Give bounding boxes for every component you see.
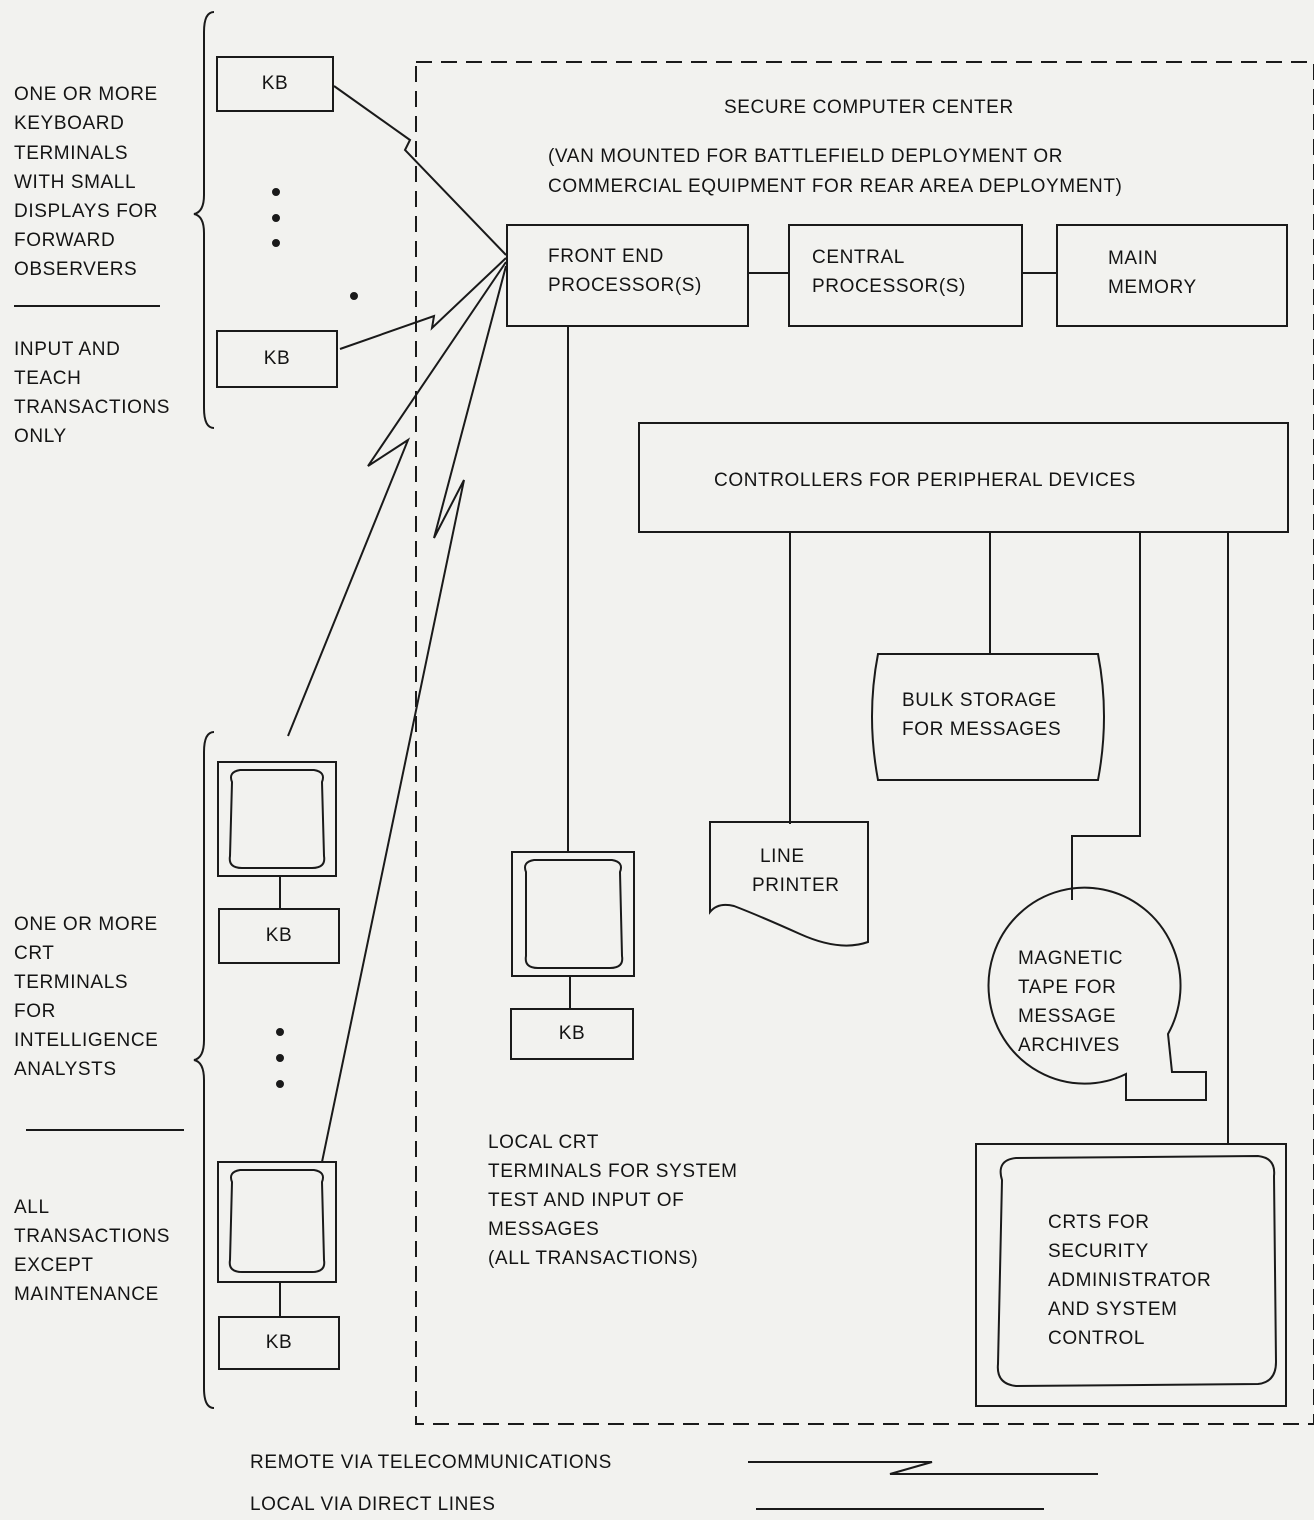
bulk-storage-label-1: BULK STORAGE: [902, 690, 1057, 711]
link-ctrl-tape: [1071, 532, 1141, 900]
dot: [276, 1054, 284, 1062]
left-bottom-2: CRT: [14, 943, 55, 964]
left-top-2: KEYBOARD: [14, 113, 125, 134]
controllers-label: CONTROLLERS FOR PERIPHERAL DEVICES: [714, 470, 1136, 491]
left-bottom-m3: EXCEPT: [14, 1255, 94, 1276]
left-top-1: ONE OR MORE: [14, 84, 158, 105]
line-printer-label-2: PRINTER: [752, 875, 840, 896]
magnetic-tape-shape: [987, 886, 1207, 1101]
crt1-frame: [217, 761, 337, 877]
local-crt-frame: [511, 851, 635, 977]
dot: [350, 292, 358, 300]
local-crt-screen: [524, 859, 624, 969]
tape-label-2: TAPE FOR: [1018, 977, 1117, 998]
local-crt-label-4: MESSAGES: [488, 1219, 600, 1240]
local-crt-label-2: TERMINALS FOR SYSTEM: [488, 1161, 738, 1182]
left-top-4: WITH SMALL: [14, 172, 137, 193]
telecom-link-crt1: [287, 261, 507, 737]
left-top-m2: TEACH: [14, 368, 82, 389]
left-bottom-m2: TRANSACTIONS: [14, 1226, 171, 1247]
left-bottom-4: FOR: [14, 1001, 56, 1022]
keyboard-crt-1: KB: [218, 908, 340, 964]
security-crt-frame: [975, 1143, 1287, 1407]
secure-center-boundary: [415, 61, 1314, 1425]
bulk-storage-label-2: FOR MESSAGES: [902, 719, 1062, 740]
left-bottom-5: INTELLIGENCE: [14, 1030, 159, 1051]
front-end-label-1: FRONT END: [548, 246, 664, 267]
left-bottom-6: ANALYSTS: [14, 1059, 117, 1080]
left-top-6: FORWARD: [14, 230, 116, 251]
line-printer-shape: [709, 821, 869, 947]
bulk-storage-shape: [871, 653, 1105, 781]
local-crt-label-1: LOCAL CRT: [488, 1132, 599, 1153]
brace-bottom: [193, 731, 215, 1409]
main-memory: [1056, 224, 1288, 327]
legend-telecom-symbol: [748, 1461, 1098, 1475]
left-bottom-3: TERMINALS: [14, 972, 129, 993]
dot: [272, 188, 280, 196]
brace-top: [193, 11, 215, 429]
tape-label-3: MESSAGE: [1018, 1006, 1117, 1027]
crt2-screen: [228, 1169, 326, 1273]
left-top-m4: ONLY: [14, 426, 67, 447]
left-bottom-1: ONE OR MORE: [14, 914, 158, 935]
left-top-3: TERMINALS: [14, 143, 129, 164]
center-note-line2: COMMERCIAL EQUIPMENT FOR REAR AREA DEPLO…: [548, 176, 1123, 197]
memory-label-1: MAIN: [1108, 248, 1158, 269]
local-crt-label-3: TEST AND INPUT OF: [488, 1190, 685, 1211]
central-label-1: CENTRAL: [812, 247, 905, 268]
front-end-processor: [506, 224, 749, 327]
telecom-link-crt2: [321, 265, 507, 1163]
left-top-m3: TRANSACTIONS: [14, 397, 171, 418]
keyboard-crt-2: KB: [218, 1316, 340, 1370]
security-crt-screen: [996, 1154, 1278, 1388]
keyboard-local: KB: [510, 1008, 634, 1060]
dot: [276, 1080, 284, 1088]
crt1-screen: [228, 769, 326, 869]
dot: [276, 1028, 284, 1036]
left-bottom-m4: MAINTENANCE: [14, 1284, 159, 1305]
security-crt-label-4: AND SYSTEM: [1048, 1299, 1178, 1320]
memory-label-2: MEMORY: [1108, 277, 1197, 298]
center-note-line1: (VAN MOUNTED FOR BATTLEFIELD DEPLOYMENT …: [548, 146, 1064, 167]
keyboard-remote-2: KB: [216, 330, 338, 388]
legend-local-label: LOCAL VIA DIRECT LINES: [250, 1494, 496, 1515]
security-crt-label-2: SECURITY: [1048, 1241, 1149, 1262]
legend-remote-label: REMOTE VIA TELECOMMUNICATIONS: [250, 1452, 612, 1473]
central-label-2: PROCESSOR(S): [812, 276, 966, 297]
tape-label-4: ARCHIVES: [1018, 1035, 1120, 1056]
keyboard-remote-1: KB: [216, 56, 334, 112]
line-printer-label-1: LINE: [760, 846, 805, 867]
left-bottom-m1: ALL: [14, 1197, 50, 1218]
security-crt-label-3: ADMINISTRATOR: [1048, 1270, 1212, 1291]
crt2-frame: [217, 1161, 337, 1283]
security-crt-label-1: CRTS FOR: [1048, 1212, 1150, 1233]
front-end-label-2: PROCESSOR(S): [548, 275, 702, 296]
telecom-link-kb2: [339, 257, 507, 350]
left-top-m1: INPUT AND: [14, 339, 121, 360]
local-crt-label-5: (ALL TRANSACTIONS): [488, 1248, 699, 1269]
controllers-box: [638, 422, 1289, 533]
center-title: SECURE COMPUTER CENTER: [724, 97, 1014, 118]
telecom-link-kb1: [333, 85, 507, 256]
dot: [272, 214, 280, 222]
dot: [272, 239, 280, 247]
left-top-7: OBSERVERS: [14, 259, 138, 280]
security-crt-label-5: CONTROL: [1048, 1328, 1146, 1349]
central-processor: [788, 224, 1023, 327]
tape-label-1: MAGNETIC: [1018, 948, 1124, 969]
left-top-5: DISPLAYS FOR: [14, 201, 159, 222]
